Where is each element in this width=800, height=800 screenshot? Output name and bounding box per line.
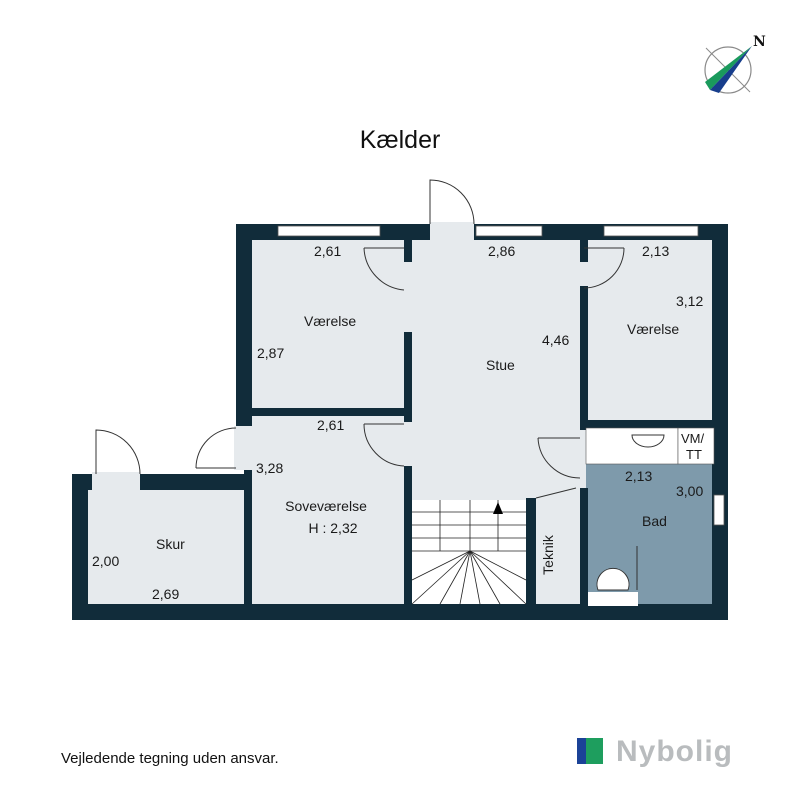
room-dimension-width: 2,13 — [642, 243, 670, 259]
room-name: Teknik — [540, 535, 556, 575]
room-dimension-width: 2,86 — [488, 243, 516, 259]
floor-title: Kælder — [359, 126, 441, 154]
room-dimension-depth: 3,00 — [676, 483, 704, 499]
room-dimension-width: 2,13 — [625, 468, 653, 484]
room-dimension-depth: 3,28 — [256, 460, 284, 476]
room-dimension-depth: 3,12 — [676, 293, 704, 309]
nybolig-logo-text: Nybolig — [616, 735, 733, 768]
room-name: Skur — [156, 536, 185, 552]
room-dimension-depth: 4,46 — [542, 332, 570, 348]
windows — [277, 225, 725, 526]
stair-up-arrow-icon — [493, 502, 503, 514]
room-name: Soveværelse — [285, 498, 367, 514]
washer-dryer-label: TT — [686, 447, 702, 462]
doors — [95, 179, 625, 499]
nybolig-logo-mark — [577, 738, 603, 764]
bathroom-fixtures — [585, 427, 715, 606]
room-dimension-width: 2,61 — [317, 417, 345, 433]
washer-dryer-label: VM/ — [681, 431, 705, 446]
room-name: Stue — [486, 357, 515, 373]
room-dimension-depth: 2,00 — [92, 553, 120, 569]
north-label: N — [753, 34, 766, 50]
room-name: Værelse — [304, 313, 357, 329]
room-ceiling-height: H : 2,32 — [308, 520, 358, 536]
room-dimension-width: 2,61 — [314, 243, 342, 259]
room-dimension-depth: 2,87 — [257, 345, 285, 361]
room-name: Bad — [642, 513, 667, 529]
disclaimer-text: Vejledende tegning uden ansvar. — [61, 750, 279, 767]
room-name: Værelse — [627, 321, 680, 337]
north-arrow-compass-icon — [704, 46, 752, 94]
room-dimension-width: 2,69 — [152, 586, 180, 602]
staircase — [411, 500, 527, 605]
